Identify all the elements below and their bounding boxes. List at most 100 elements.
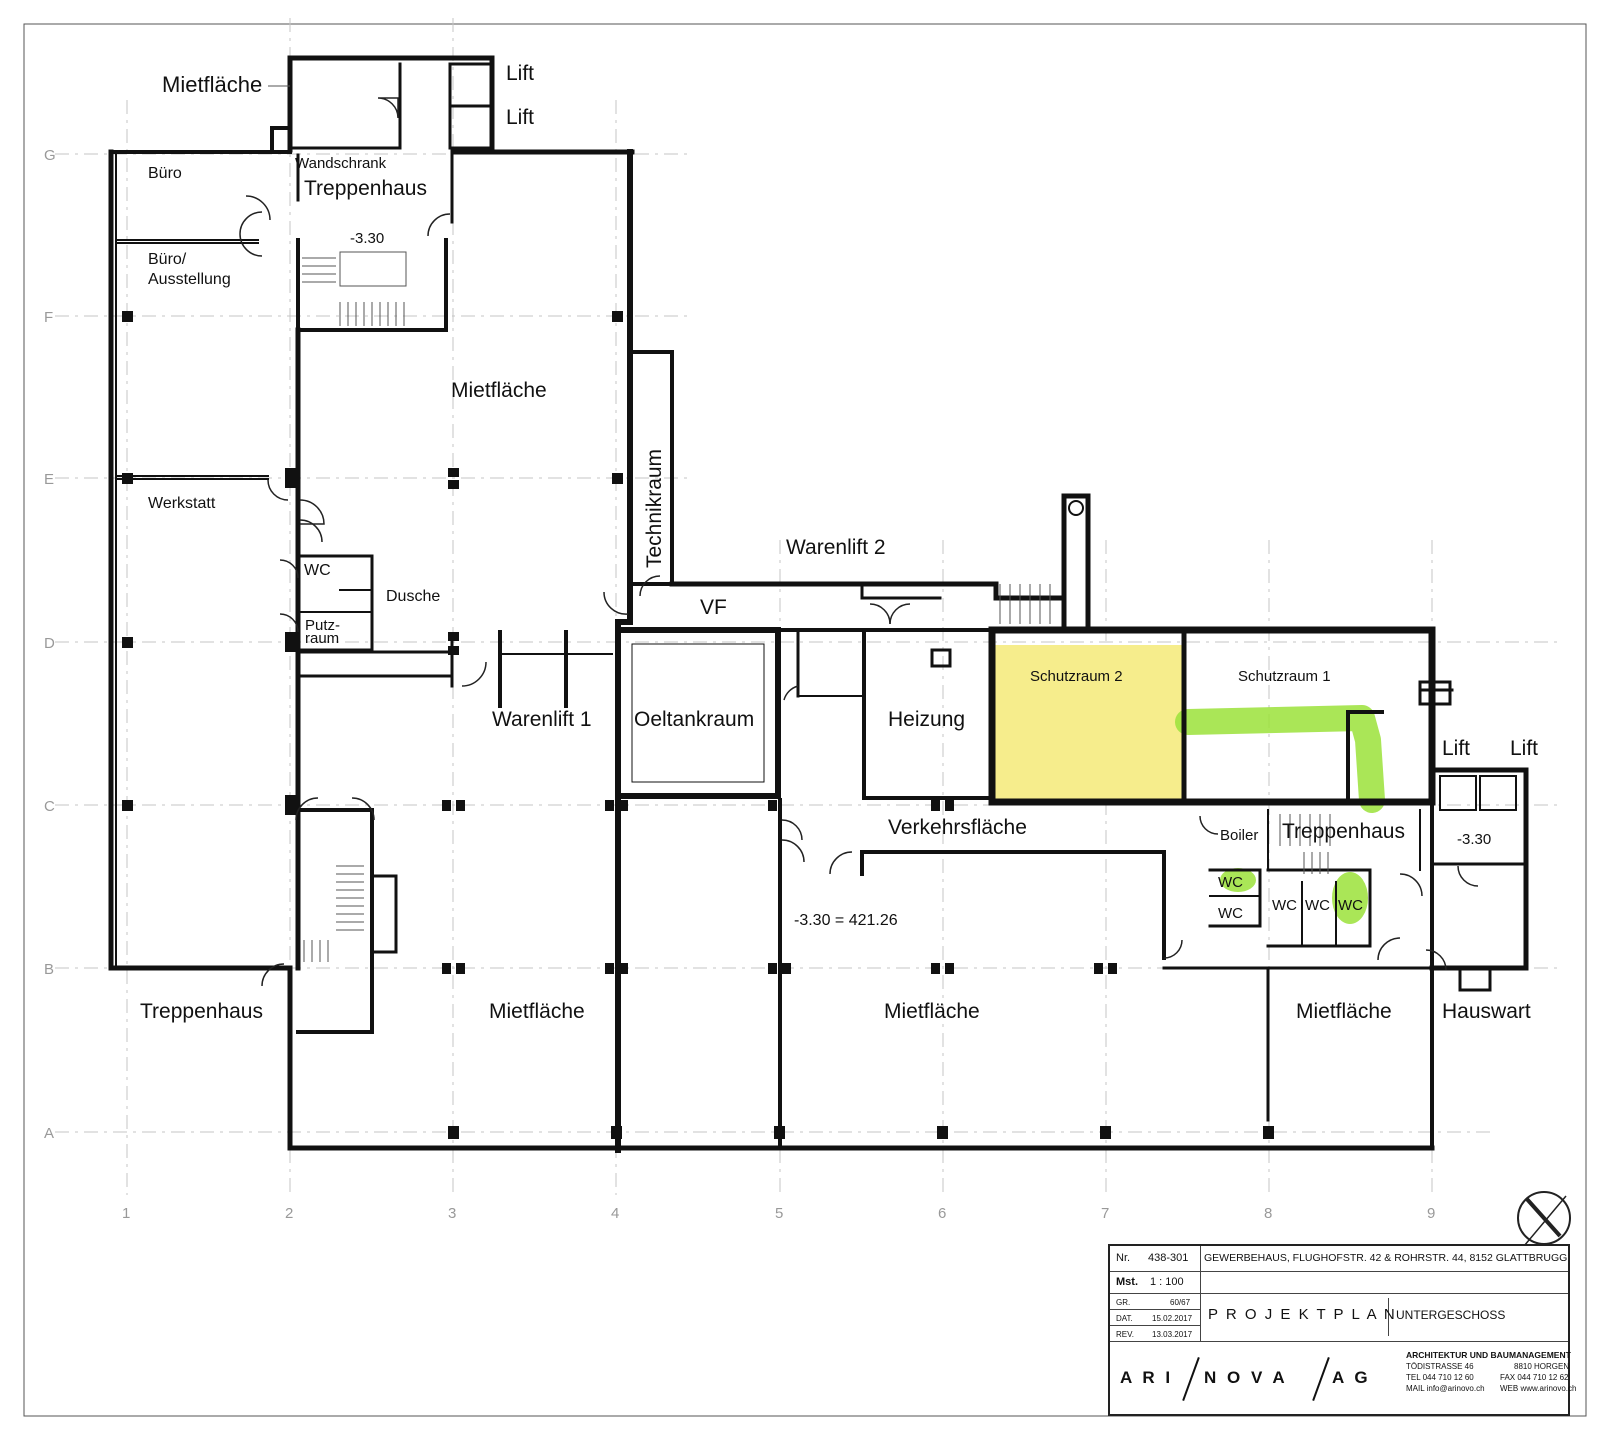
room-label-mietflaeche-b3: Mietfläche: [1296, 1000, 1392, 1023]
grid-row-label-b: B: [44, 961, 54, 978]
grid-col-label-8: 8: [1264, 1205, 1272, 1222]
logo-part-ari: A R I: [1120, 1368, 1174, 1387]
north-arrow-icon: [1517, 1191, 1571, 1247]
grid-col-label-4: 4: [611, 1205, 619, 1222]
shelter-2-highlight: [994, 645, 1184, 800]
tb-mst-label: Mst.: [1116, 1276, 1138, 1288]
tb-rev-label: REV.: [1116, 1330, 1134, 1339]
title-block-divider: [1200, 1246, 1201, 1342]
room-label-wc: WC: [304, 562, 331, 579]
grid-col-label-2: 2: [285, 1205, 293, 1222]
room-label-treppenhaus-top: Treppenhaus: [304, 177, 427, 200]
room-label-wc-2: WC: [1218, 905, 1243, 922]
tb-firm: ARCHITEKTUR UND BAUMANAGEMENT: [1406, 1350, 1571, 1360]
green-marker-wc-2: [1332, 872, 1368, 924]
room-label-werkstatt: Werkstatt: [148, 495, 216, 512]
room-label-wc-3: WC: [1272, 897, 1297, 914]
columns: [122, 311, 1274, 1139]
grid-col-label-7: 7: [1101, 1205, 1109, 1222]
room-label-lift-b: Lift: [506, 106, 534, 129]
room-label-buero-ausstellung-1: Büro/: [148, 251, 187, 268]
tb-dat-value: 15.02.2017: [1152, 1314, 1193, 1323]
title-block-row-gr: [1110, 1294, 1200, 1310]
grid-row-label-e: E: [44, 471, 54, 488]
room-label-warenlift2: Warenlift 2: [786, 536, 886, 559]
title-block-row-dat: [1110, 1310, 1200, 1326]
title-block: Nr. 438-301 GEWERBEHAUS, FLUGHOFSTR. 42 …: [1108, 1244, 1576, 1416]
tb-city: 8810 HORGEN: [1514, 1362, 1570, 1371]
room-label-putzraum-2: raum: [305, 630, 339, 647]
title-block-row-project: [1110, 1246, 1568, 1272]
room-label-buero: Büro: [148, 165, 182, 182]
title-block-divider-2: [1388, 1298, 1389, 1336]
level-label-top: -3.30: [350, 230, 384, 247]
tb-floor: UNTERGESCHOSS: [1396, 1308, 1506, 1322]
room-label-boiler: Boiler: [1220, 827, 1258, 844]
room-label-hauswart: Hauswart: [1442, 1000, 1531, 1023]
room-label-vf: VF: [700, 596, 727, 619]
grid-row-label-d: D: [44, 635, 55, 652]
room-label-schutzraum1: Schutzraum 1: [1238, 668, 1331, 685]
tb-street: TÖDISTRASSE 46: [1406, 1362, 1474, 1371]
room-label-technikraum: Technikraum: [643, 449, 666, 568]
level-label-main: -3.30 = 421.26: [794, 912, 898, 929]
room-label-treppenhaus-left: Treppenhaus: [140, 1000, 263, 1023]
grid-row-label-a: A: [44, 1125, 54, 1142]
tb-rev-value: 13.03.2017: [1152, 1330, 1193, 1339]
walls: [108, 55, 1529, 1153]
grid-col-label-3: 3: [448, 1205, 456, 1222]
room-label-putzraum-1: Putz-: [305, 617, 340, 634]
grid-col-label-5: 5: [775, 1205, 783, 1222]
tb-plan-type: P R O J E K T P L A N: [1208, 1306, 1397, 1323]
room-label-lift-c: Lift: [1442, 737, 1470, 760]
room-label-warenlift1: Warenlift 1: [492, 708, 592, 731]
grid-row-label-g: G: [44, 147, 56, 164]
tb-nr-value: 438-301: [1148, 1252, 1189, 1264]
grid-row-label-c: C: [44, 798, 55, 815]
logo-slash-2: [1312, 1357, 1330, 1401]
tb-tel: TEL 044 710 12 60: [1406, 1373, 1474, 1382]
title-block-row-scale: [1110, 1272, 1568, 1294]
room-label-lift-d: Lift: [1510, 737, 1538, 760]
level-label-right: -3.30: [1457, 831, 1491, 848]
grid-col-label-6: 6: [938, 1205, 946, 1222]
tb-fax: FAX 044 710 12 62: [1500, 1373, 1569, 1382]
tb-dat-label: DAT.: [1116, 1314, 1133, 1323]
tb-mst-value: 1 : 100: [1150, 1276, 1184, 1288]
title-block-row-rev: [1110, 1326, 1568, 1342]
stair-treads: [302, 251, 1331, 962]
tb-nr-label: Nr.: [1116, 1252, 1131, 1264]
room-label-mietflaeche-b1: Mietfläche: [489, 1000, 585, 1023]
room-label-wandschrank: Wandschrank: [295, 155, 387, 172]
room-label-schutzraum2: Schutzraum 2: [1030, 668, 1123, 685]
room-label-buero-ausstellung-2: Ausstellung: [148, 271, 231, 288]
grid-row-label-f: F: [44, 309, 53, 326]
room-label-dusche: Dusche: [386, 588, 440, 605]
grid-col-label-9: 9: [1427, 1205, 1435, 1222]
green-marker-stroke: [1175, 705, 1385, 813]
sheet-border: [23, 23, 1587, 1417]
room-label-mietflaeche-top: Mietfläche: [162, 72, 262, 97]
door-swings: [239, 97, 1479, 987]
room-label-oeltankraum: Oeltankraum: [634, 708, 754, 731]
room-label-wc-4: WC: [1305, 897, 1330, 914]
room-label-verkehrsflaeche: Verkehrsfläche: [888, 816, 1027, 839]
logo-slash-1: [1182, 1357, 1200, 1401]
tb-project: GEWERBEHAUS, FLUGHOFSTR. 42 & ROHRSTR. 4…: [1204, 1252, 1568, 1264]
room-label-heizung: Heizung: [888, 708, 965, 731]
tb-gr-value: 60/67: [1170, 1298, 1191, 1307]
room-label-mietflaeche-b2: Mietfläche: [884, 1000, 980, 1023]
green-marker-wc-1: [1220, 868, 1256, 892]
room-label-wc-1: WC: [1218, 874, 1243, 891]
logo-part-nova: N O V A: [1204, 1368, 1288, 1387]
tb-web: WEB www.arinovo.ch: [1500, 1384, 1577, 1393]
logo-part-ag: A G: [1332, 1368, 1371, 1387]
room-label-wc-5: WC: [1338, 897, 1363, 914]
grid-col-label-1: 1: [122, 1205, 130, 1222]
room-label-mietflaeche-center: Mietfläche: [451, 379, 547, 402]
room-label-lift-a: Lift: [506, 62, 534, 85]
tb-gr-label: GR.: [1116, 1298, 1131, 1307]
company-logo: A R I N O V A A G: [1120, 1354, 1380, 1404]
room-label-treppenhaus-right: Treppenhaus: [1282, 820, 1405, 843]
